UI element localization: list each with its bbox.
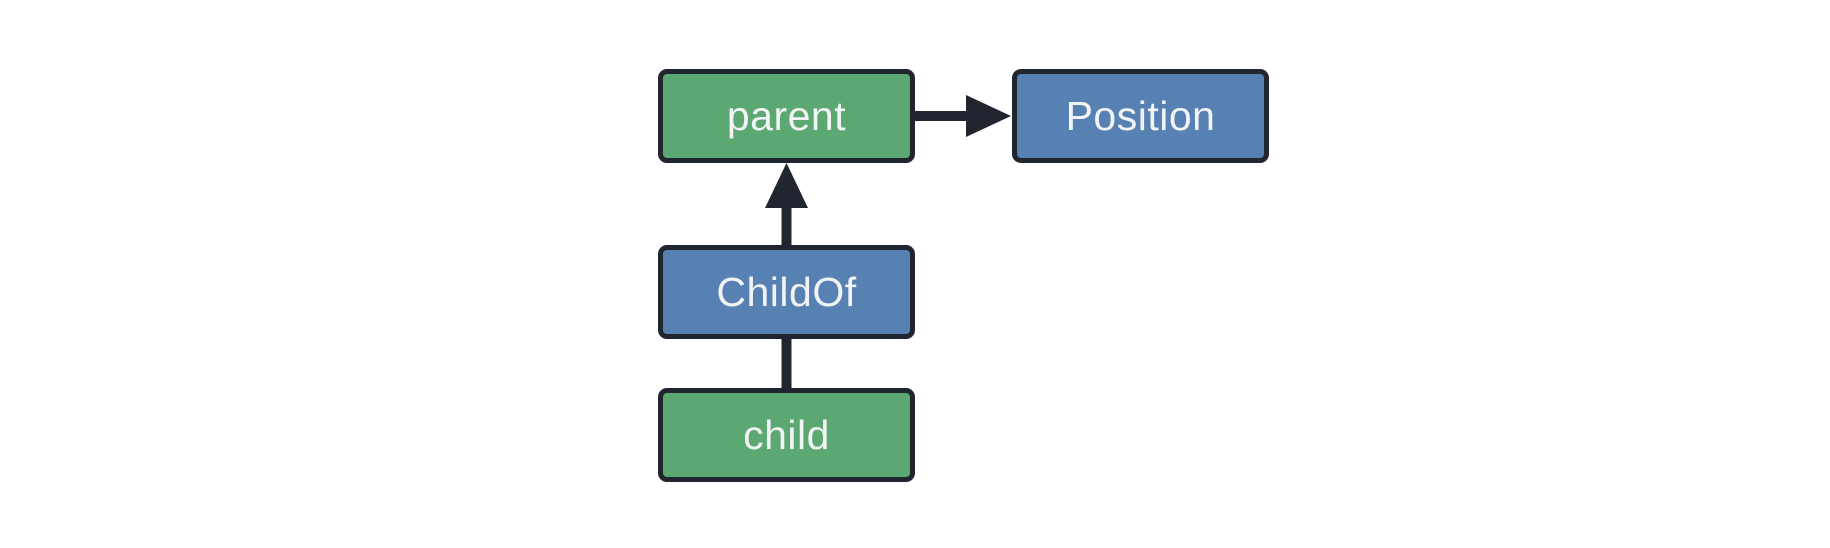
- node-parent-label: parent: [726, 92, 847, 139]
- node-childof: ChildOf: [658, 245, 915, 339]
- edge-parent-to-position: [915, 95, 1011, 137]
- node-child-label: child: [743, 411, 830, 458]
- node-position-label: Position: [1065, 92, 1216, 139]
- node-parent: parent: [658, 69, 915, 163]
- node-childof-label: ChildOf: [716, 268, 857, 315]
- edge-childof-to-parent: [765, 163, 808, 246]
- node-position: Position: [1012, 69, 1269, 163]
- arrowhead-right: [966, 95, 1011, 137]
- arrowhead-up: [765, 163, 808, 208]
- node-child: child: [658, 388, 915, 482]
